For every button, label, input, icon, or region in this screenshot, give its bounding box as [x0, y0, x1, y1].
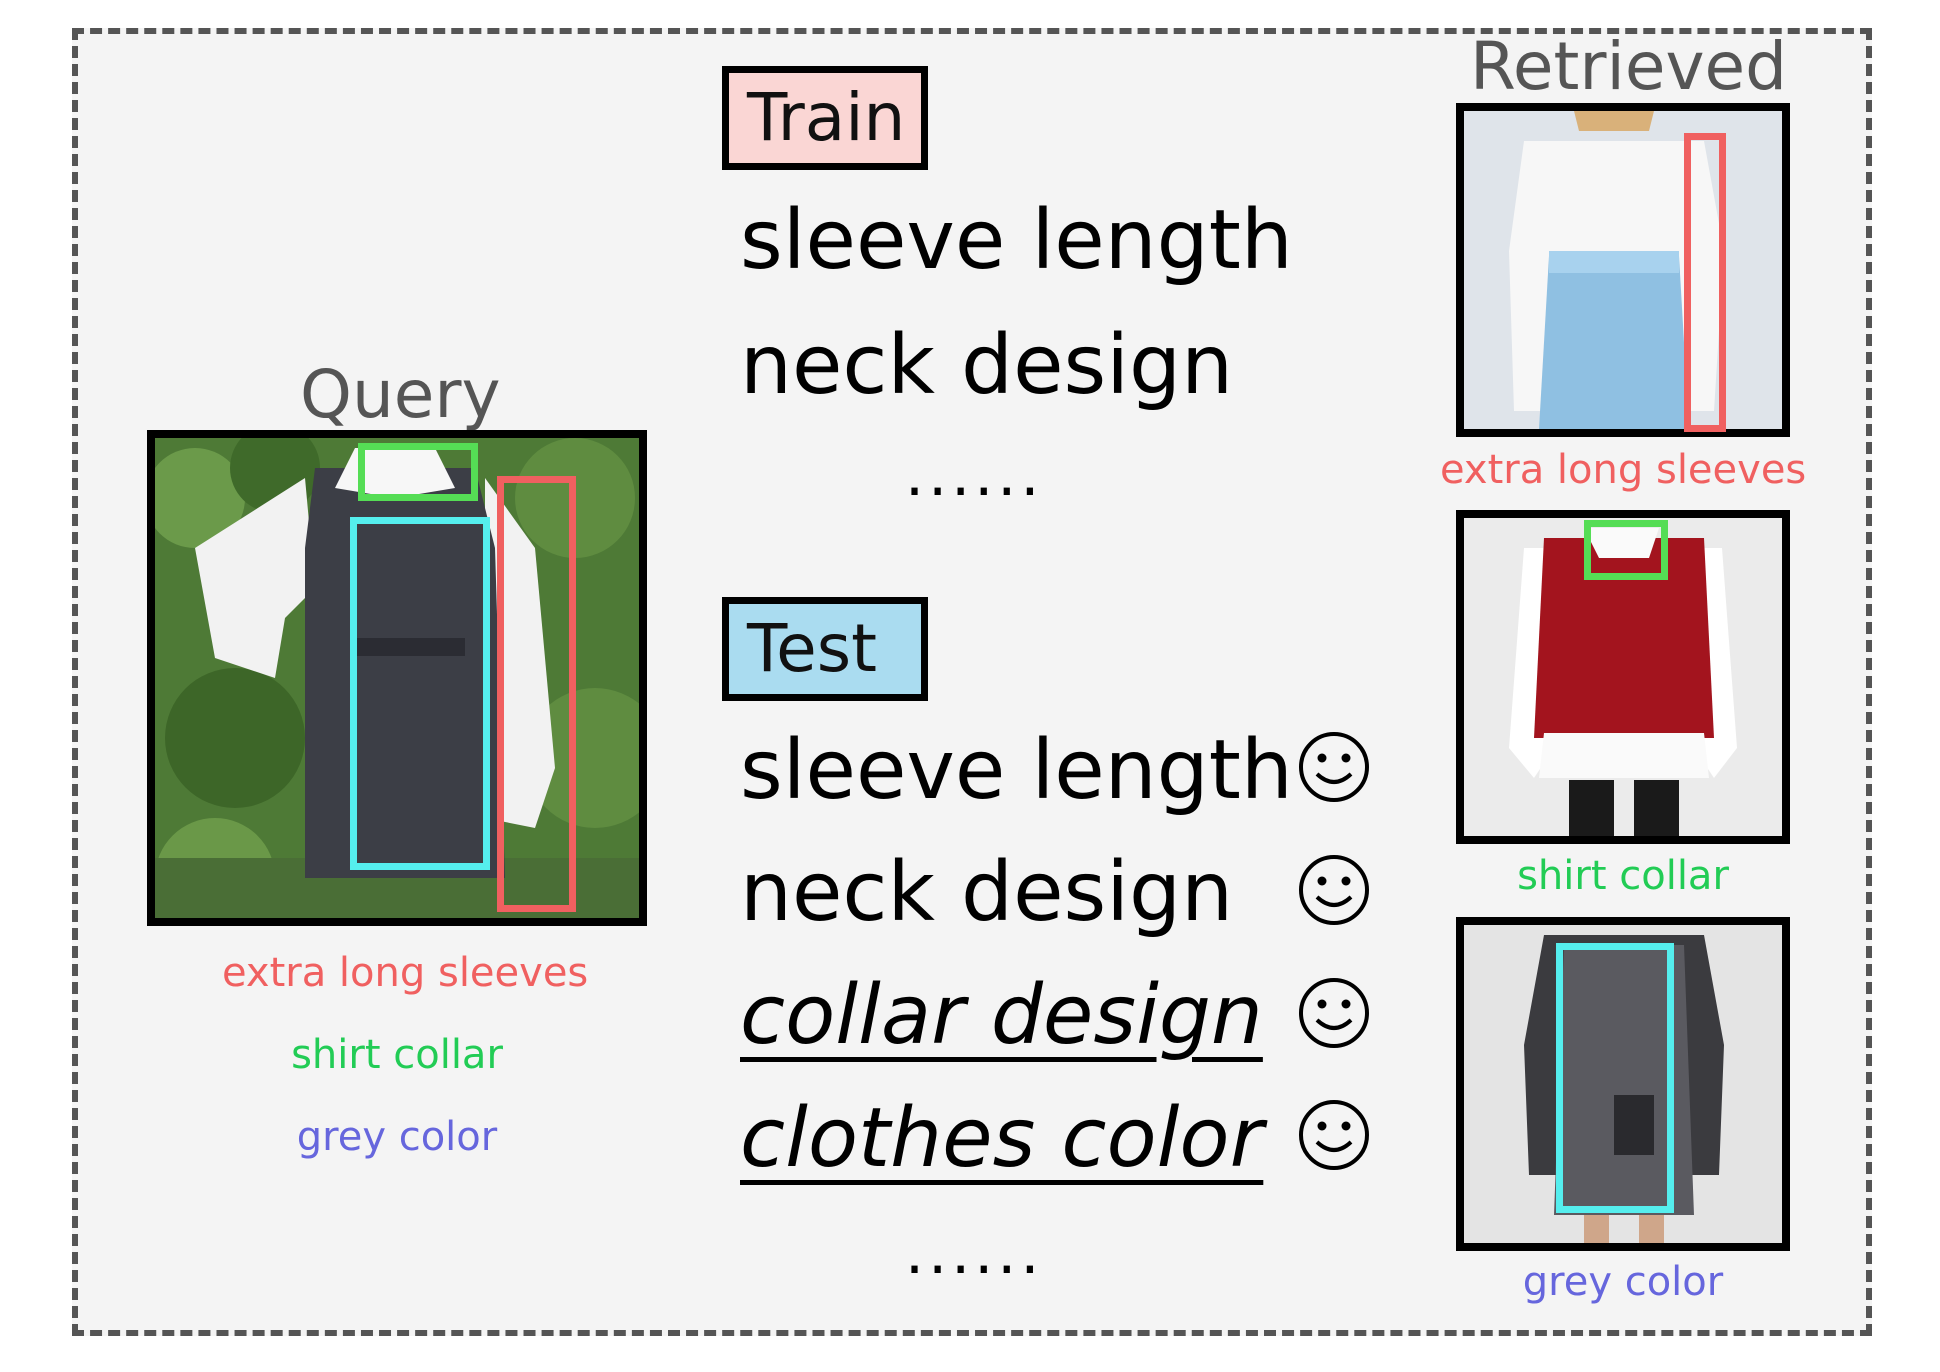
test-attribute-unseen: clothes color — [740, 1091, 1264, 1186]
test-label: Test — [722, 597, 928, 701]
query-collar-box — [358, 443, 478, 501]
test-attribute-unseen: collar design — [740, 968, 1263, 1063]
retrieved-title: Retrieved — [1470, 28, 1788, 105]
retrieved-caption: extra long sleeves — [1440, 447, 1807, 493]
retrieved-image — [1456, 510, 1790, 844]
train-more: ...... — [905, 440, 1044, 510]
retrieved-image — [1456, 917, 1790, 1251]
retrieved-caption: shirt collar — [1517, 853, 1729, 899]
test-attribute: neck design — [740, 845, 1234, 940]
query-caption-sleeves: extra long sleeves — [222, 950, 589, 996]
train-attribute: sleeve length — [740, 193, 1293, 288]
query-caption-collar: shirt collar — [291, 1032, 503, 1078]
query-caption-color: grey color — [296, 1114, 498, 1160]
train-label: Train — [722, 66, 928, 170]
smiley-icon — [1299, 1100, 1369, 1170]
train-attribute: neck design — [740, 318, 1234, 413]
smiley-icon — [1299, 855, 1369, 925]
query-sleeve-box — [497, 476, 576, 912]
query-title: Query — [300, 356, 501, 433]
smiley-icon — [1299, 978, 1369, 1048]
test-more: ...... — [905, 1218, 1044, 1288]
query-color-box — [350, 517, 490, 870]
retrieved-image — [1456, 103, 1790, 437]
retrieved-collar-box — [1584, 520, 1668, 580]
retrieved-color-box — [1556, 943, 1674, 1213]
smiley-icon — [1299, 732, 1369, 802]
test-attribute: sleeve length — [740, 723, 1293, 818]
retrieved-sleeve-box — [1684, 133, 1726, 432]
retrieved-caption: grey color — [1522, 1259, 1724, 1305]
